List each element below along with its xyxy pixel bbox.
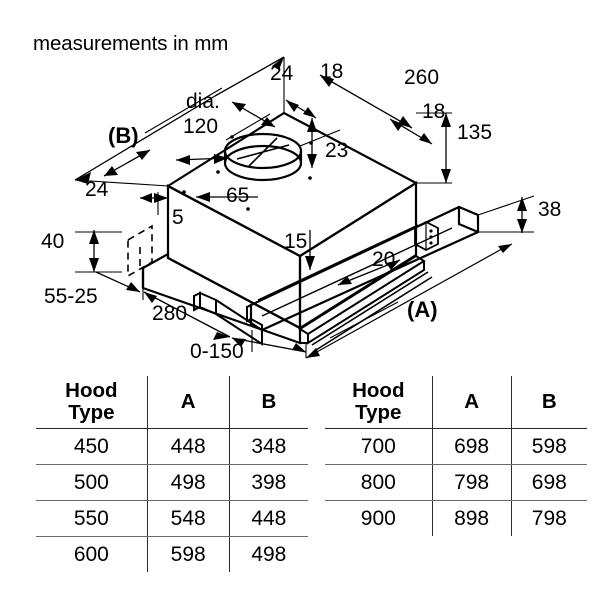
cell-dim-a: 798: [431, 464, 512, 501]
dim-65: 65: [226, 184, 249, 207]
label-dia-word: dia.: [186, 90, 220, 113]
table-row: 900 898 798: [325, 500, 587, 536]
cell-dim-a: 698: [431, 428, 512, 465]
cell-dim-a: 548: [146, 500, 230, 537]
table-row: 450 448 348: [36, 428, 308, 465]
dim-135: 135: [457, 121, 492, 144]
dim-23: 23: [325, 139, 348, 162]
cell-dim-a: 498: [146, 464, 230, 501]
dimension-arrowheads: [75, 57, 527, 358]
cell-dim-a: 448: [146, 428, 230, 465]
control-switch-detail: [414, 220, 439, 252]
cell-dim-b: 598: [510, 428, 587, 465]
table-header-row: Hood Type A B: [325, 376, 587, 429]
header-hood-type-line1: Hood: [352, 379, 405, 403]
hood-dimension-tables: Hood Type A B 450 448 348 500 498 398: [0, 376, 600, 600]
dim-20: 20: [372, 248, 395, 271]
hood-table-small-sizes: Hood Type A B 450 448 348 500 498 398: [36, 376, 308, 572]
duct-collar: [223, 132, 303, 182]
pullout-lower-rail: [193, 291, 263, 346]
dim-18-right: 18: [422, 100, 445, 123]
hood-table-large-sizes: Hood Type A B 700 698 598 800 798 698: [325, 376, 587, 536]
cell-dim-b: 498: [228, 536, 308, 572]
hood-isometric-drawing: (B) (A) dia. 120 24 18 260 18 135 23 24 …: [41, 56, 561, 363]
dim-38: 38: [538, 198, 561, 221]
label-dia-value: 120: [183, 115, 218, 138]
cell-hood-type: 900: [360, 506, 396, 530]
dim-280: 280: [152, 302, 187, 325]
header-column-b: B: [228, 376, 308, 429]
slide-rail-inner: [311, 271, 433, 351]
header-column-a: A: [146, 376, 230, 429]
cell-dim-b: 448: [228, 500, 308, 537]
dim-260: 260: [404, 66, 439, 89]
hood-body-front-face: [166, 184, 302, 330]
cell-hood-type: 550: [36, 500, 148, 537]
cell-dim-b: 398: [228, 464, 308, 501]
header-hood-type-line2: Type: [355, 401, 402, 424]
cell-dim-b: 798: [510, 500, 587, 536]
cell-dim-b: 348: [228, 428, 308, 465]
cell-dim-a: 898: [431, 500, 512, 536]
cell-dim-b: 698: [510, 464, 587, 501]
dim-55-25: 55-25: [44, 285, 98, 308]
pullout-handle-bar: [246, 205, 480, 332]
dim-18-top: 18: [320, 60, 343, 83]
pullout-drawer-front-rail: [298, 254, 426, 345]
table-row: 800 798 698: [325, 464, 587, 501]
table-row: 550 548 448: [36, 500, 308, 537]
cell-dim-a: 598: [146, 536, 230, 572]
table-row: 500 498 398: [36, 464, 308, 501]
cell-hood-type: 450: [36, 428, 148, 465]
table-row: 600 598 498: [36, 536, 308, 572]
cell-hood-type: 600: [73, 542, 109, 566]
cell-hood-type: 500: [36, 464, 148, 501]
header-hood-type-line1: Hood: [65, 379, 118, 403]
cell-hood-type: 800: [325, 464, 433, 501]
rail-guide-lines: [257, 224, 453, 317]
label-view-b: (B): [108, 123, 139, 148]
header-column-a: A: [431, 376, 512, 429]
header-hood-type-line2: Type: [68, 401, 115, 424]
cell-hood-type: 700: [325, 428, 433, 465]
table-row: 700 698 598: [325, 428, 587, 465]
dim-40: 40: [41, 230, 64, 253]
hood-base-ledge: [141, 252, 302, 345]
dimension-lines: [74, 56, 535, 359]
label-view-a: (A): [407, 297, 438, 322]
measurement-units-note: measurements in mm: [33, 32, 229, 55]
dim-24-left: 24: [85, 178, 109, 201]
dim-15: 15: [284, 230, 307, 253]
dim-0-150: 0-150: [190, 340, 244, 363]
table-header-row: Hood Type A B: [36, 376, 308, 429]
dim-24-top: 24: [270, 62, 294, 85]
center-marks: [182, 135, 313, 211]
header-column-b: B: [510, 376, 587, 429]
dim-5: 5: [172, 206, 184, 229]
header-hood-type: Hood Type: [325, 376, 433, 429]
header-hood-type: Hood Type: [36, 376, 148, 429]
hidden-detail-dashed: [127, 224, 153, 278]
